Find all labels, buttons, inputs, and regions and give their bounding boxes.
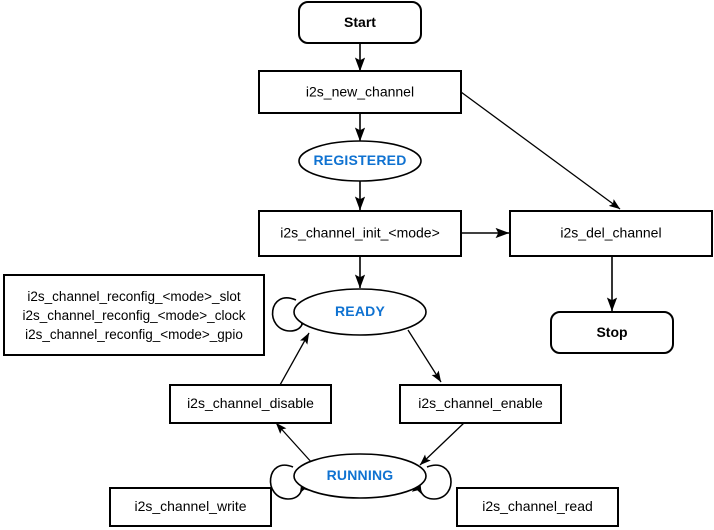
node-channel-write-label: i2s_channel_write — [134, 498, 246, 514]
node-ready-shape — [293, 288, 427, 336]
edge-ready-to-channel-enable — [407, 329, 442, 383]
node-channel-enable-label: i2s_channel_enable — [418, 395, 543, 411]
node-stop-shape — [550, 311, 674, 354]
node-channel-read-label: i2s_channel_read — [482, 498, 593, 514]
edges-layer — [269, 43, 621, 500]
edge-channel-enable-to-running — [419, 421, 466, 466]
node-reconfig[interactable]: i2s_channel_reconfig_<mode>_slot i2s_cha… — [3, 274, 265, 356]
node-reconfig-line-clock: i2s_channel_reconfig_<mode>_clock — [23, 308, 246, 323]
node-channel-read[interactable]: i2s_channel_read — [456, 487, 619, 527]
node-registered-shape — [298, 140, 422, 182]
node-running[interactable]: RUNNING — [293, 453, 427, 499]
node-channel-read-shape — [456, 487, 619, 527]
node-start[interactable]: Start — [298, 1, 422, 44]
node-del-channel[interactable]: i2s_del_channel — [509, 210, 713, 257]
node-channel-disable[interactable]: i2s_channel_disable — [169, 384, 332, 424]
node-registered-label: REGISTERED — [313, 152, 406, 168]
node-del-channel-label: i2s_del_channel — [560, 225, 661, 241]
node-new-channel[interactable]: i2s_new_channel — [258, 70, 462, 114]
node-new-channel-shape — [258, 70, 462, 114]
edge-running-self-loop-right — [411, 464, 452, 500]
node-channel-init-label: i2s_channel_init_<mode> — [280, 225, 440, 241]
edge-new-channel-to-del-channel — [460, 91, 621, 210]
node-reconfig-line-gpio: i2s_channel_reconfig_<mode>_gpio — [25, 327, 243, 342]
node-registered[interactable]: REGISTERED — [298, 140, 422, 182]
node-running-shape — [293, 453, 427, 499]
node-channel-init[interactable]: i2s_channel_init_<mode> — [258, 210, 462, 257]
edge-channel-disable-to-ready — [279, 332, 310, 386]
edge-running-self-loop-left — [269, 464, 310, 500]
node-reconfig-shape — [3, 274, 265, 356]
node-ready[interactable]: READY — [293, 288, 427, 336]
node-reconfig-line-slot: i2s_channel_reconfig_<mode>_slot — [27, 289, 240, 304]
node-ready-label: READY — [335, 303, 385, 319]
node-channel-disable-label: i2s_channel_disable — [187, 395, 314, 411]
node-channel-disable-shape — [169, 384, 332, 424]
node-start-label: Start — [344, 14, 376, 30]
node-channel-write[interactable]: i2s_channel_write — [109, 487, 272, 527]
node-channel-init-shape — [258, 210, 462, 257]
node-stop[interactable]: Stop — [550, 311, 674, 354]
node-channel-enable-shape — [399, 384, 562, 424]
node-del-channel-shape — [509, 210, 713, 257]
node-channel-write-shape — [109, 487, 272, 527]
node-stop-label: Stop — [596, 324, 627, 340]
node-new-channel-label: i2s_new_channel — [306, 84, 414, 100]
node-running-label: RUNNING — [327, 467, 394, 483]
edge-running-to-channel-disable — [275, 422, 314, 465]
node-start-shape — [298, 1, 422, 44]
node-channel-enable[interactable]: i2s_channel_enable — [399, 384, 562, 424]
